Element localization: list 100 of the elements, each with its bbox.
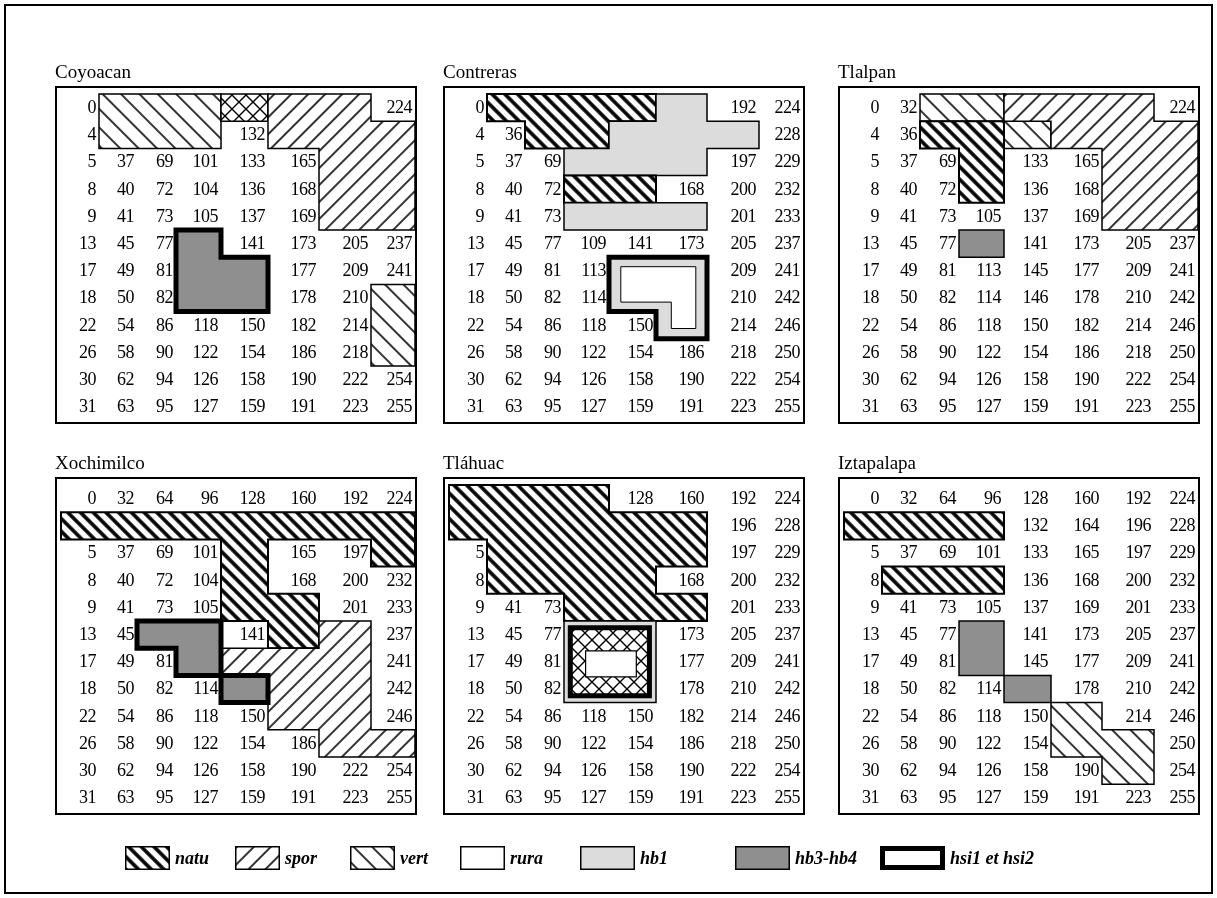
cell-number: 209 [729, 650, 756, 674]
cell-number: 104 [191, 568, 218, 592]
cell-number: 109 [579, 232, 606, 255]
legend-label: vert [400, 847, 428, 870]
cell-number: 45 [504, 623, 522, 646]
cell-number: 8 [869, 568, 879, 592]
cell-number: 105 [974, 595, 1001, 619]
cell-number: 41 [899, 204, 917, 228]
cell-number: 229 [1168, 541, 1195, 565]
cell-number: 241 [773, 259, 800, 283]
cell-number: 122 [579, 340, 606, 364]
cell-number: 8 [474, 177, 484, 201]
cell-number: 86 [938, 704, 956, 728]
cell-number: 178 [1072, 677, 1099, 701]
cell-number: 165 [289, 541, 316, 565]
cell-number: 101 [191, 541, 218, 565]
cell-number: 50 [504, 286, 522, 310]
cell-number: 218 [341, 340, 368, 364]
cell-number: 101 [191, 150, 218, 174]
cell-number: 94 [155, 368, 173, 391]
cell-number: 54 [116, 313, 134, 337]
cell-number: 113 [580, 259, 606, 283]
cell-number: 72 [543, 177, 561, 201]
cell-number: 159 [1021, 786, 1048, 810]
cell-number: 86 [543, 704, 561, 728]
cell-number: 254 [1168, 368, 1195, 391]
cell-number: 96 [983, 487, 1001, 510]
cell-number: 177 [1072, 259, 1099, 283]
panel-title: Tlalpan [838, 61, 897, 83]
cell-number: 63 [116, 786, 134, 810]
cell-number: 18 [861, 286, 879, 310]
cell-number: 233 [1168, 595, 1195, 619]
cell-number: 255 [385, 786, 412, 810]
cell-number: 63 [504, 786, 522, 810]
cell-number: 90 [938, 340, 956, 364]
cell-number: 18 [78, 677, 96, 701]
cell-number: 127 [974, 395, 1001, 419]
cell-number: 186 [289, 340, 316, 364]
cell-number: 233 [773, 204, 800, 228]
cell-number: 63 [116, 395, 134, 419]
cell-number: 90 [543, 340, 561, 364]
cell-number: 40 [116, 568, 134, 592]
cell-number: 168 [289, 568, 316, 592]
cell-number: 137 [1021, 595, 1048, 619]
cell-number: 229 [773, 150, 800, 174]
cell-number: 197 [1124, 541, 1151, 565]
cell-number: 94 [938, 368, 956, 391]
cell-number: 22 [78, 704, 96, 728]
cell-number: 200 [341, 568, 368, 592]
cell-number: 132 [238, 123, 265, 147]
cell-number: 90 [155, 340, 173, 364]
cell-number: 169 [1072, 595, 1099, 619]
cell-number: 63 [899, 395, 917, 419]
cell-number: 196 [729, 514, 756, 538]
cell-number: 126 [579, 759, 606, 782]
cell-number: 22 [861, 313, 879, 337]
legend-label: spor [285, 847, 317, 870]
cell-number: 62 [116, 368, 134, 391]
cell-number: 113 [975, 259, 1001, 283]
cell-number: 105 [974, 204, 1001, 228]
cell-number: 9 [869, 204, 879, 228]
cell-number: 58 [116, 340, 134, 364]
cell-number: 150 [1021, 704, 1048, 728]
cell-number: 45 [899, 232, 917, 255]
cell-number: 49 [504, 650, 522, 674]
cell-number: 64 [155, 487, 173, 510]
panel-title: Tláhuac [443, 452, 505, 474]
cell-number: 255 [1168, 395, 1195, 419]
cell-number: 190 [677, 759, 704, 782]
cell-number: 96 [200, 487, 218, 510]
cell-number: 40 [116, 177, 134, 201]
cell-number: 73 [543, 595, 561, 619]
cell-number: 128 [626, 487, 653, 510]
cell-number: 9 [474, 204, 484, 228]
cell-number: 237 [385, 232, 412, 255]
cell-number: 41 [116, 595, 134, 619]
cell-number: 154 [1021, 731, 1048, 755]
cell-number: 223 [729, 786, 756, 810]
cell-number: 45 [116, 232, 134, 255]
cell-number: 205 [729, 232, 756, 255]
cell-number: 192 [1124, 487, 1151, 510]
cell-number: 45 [899, 623, 917, 646]
cell-number: 145 [1021, 259, 1048, 283]
cell-number: 5 [86, 150, 96, 174]
cell-number: 154 [626, 340, 653, 364]
cell-number: 105 [191, 595, 218, 619]
cell-number: 200 [1124, 568, 1151, 592]
cell-number: 200 [729, 568, 756, 592]
cell-number: 145 [1021, 650, 1048, 674]
cell-number: 150 [626, 704, 653, 728]
cell-number: 200 [729, 177, 756, 201]
cell-number: 82 [155, 677, 173, 701]
cell-number: 173 [289, 232, 316, 255]
panel-title: Iztapalapa [838, 452, 917, 474]
cell-number: 13 [78, 623, 96, 646]
cell-number: 30 [861, 759, 879, 782]
cell-number: 49 [116, 259, 134, 283]
cell-number: 196 [1124, 514, 1151, 538]
cell-number: 136 [238, 177, 265, 201]
cell-number: 9 [869, 595, 879, 619]
